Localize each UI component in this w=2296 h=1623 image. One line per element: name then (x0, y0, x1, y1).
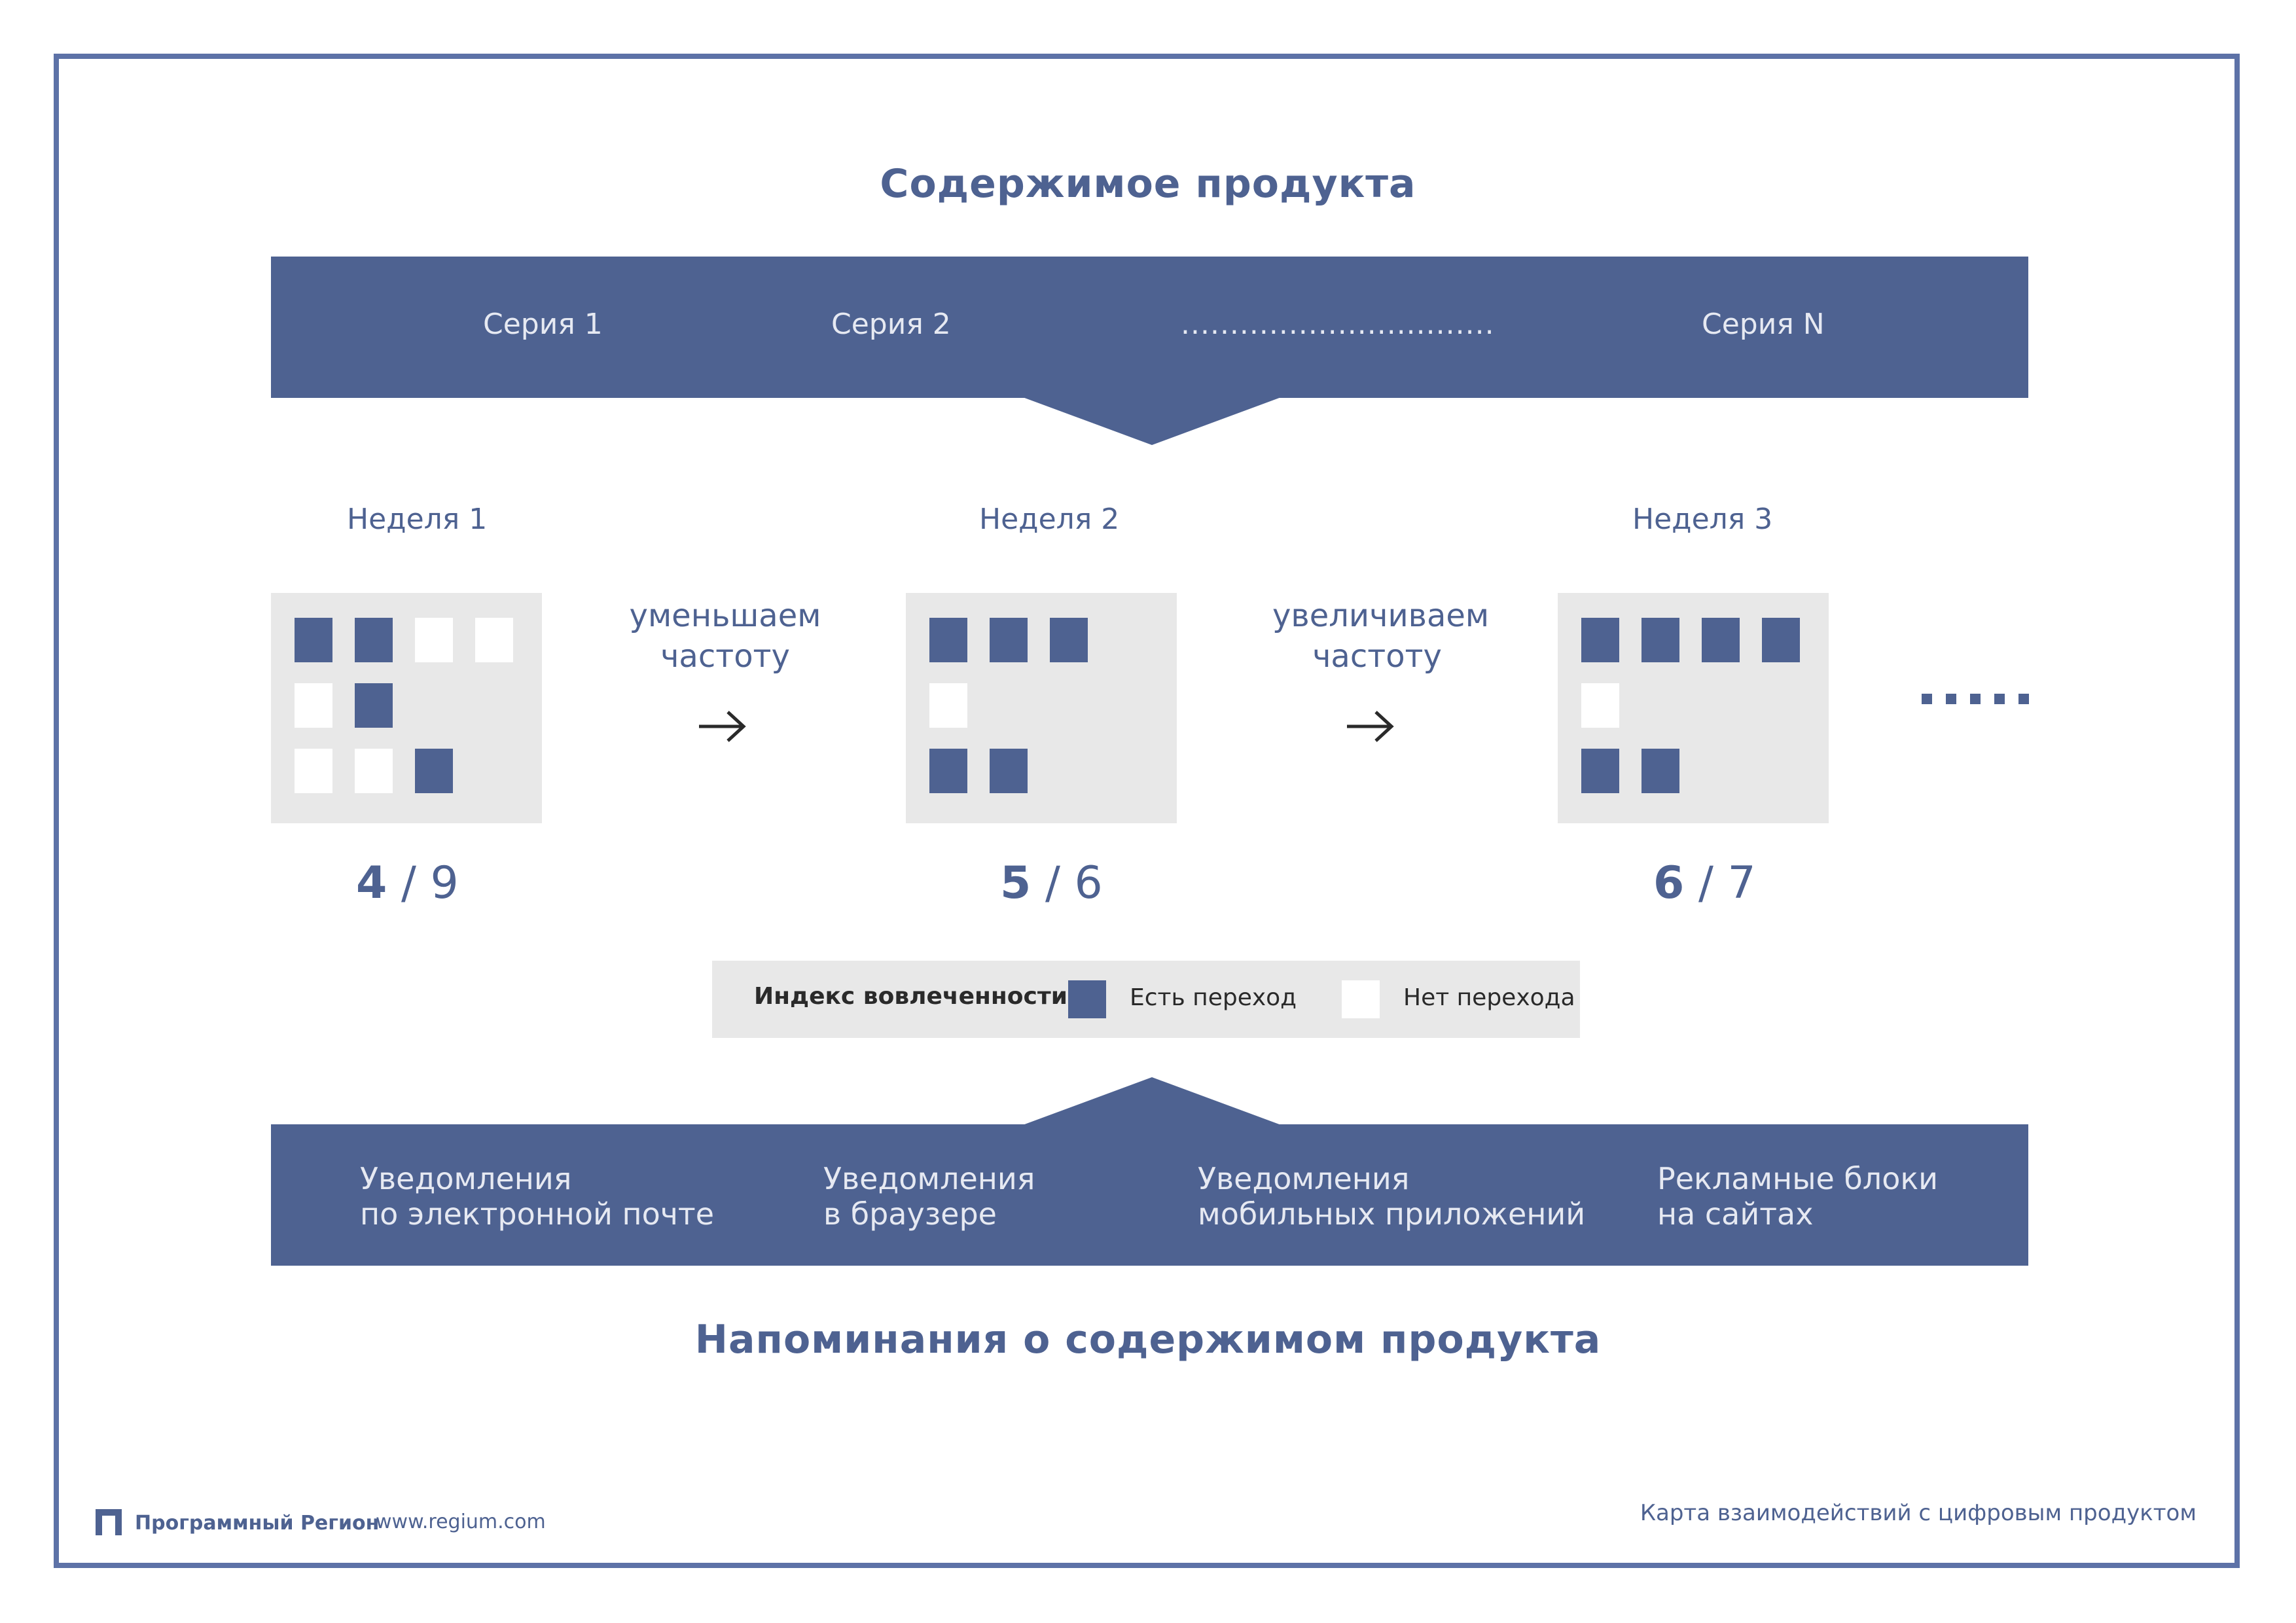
engagement-cell-transition (1641, 618, 1679, 662)
series-label-ellipsis: ................................ (1181, 308, 1495, 341)
engagement-cell-transition (990, 618, 1028, 662)
engagement-cell-transition (1702, 618, 1740, 662)
engagement-cell-transition (1641, 749, 1679, 793)
engagement-cell-transition (990, 749, 1028, 793)
channel-band-notch (1021, 1077, 1283, 1126)
week-score-total: 6 (1074, 857, 1103, 909)
action-line: частоту (1312, 638, 1442, 675)
page-title: Содержимое продукта (880, 161, 1416, 207)
week-score-2: 5 / 6 (1000, 857, 1103, 909)
action-decrease: уменьшаем частоту (620, 596, 830, 677)
engagement-cell-transition (295, 618, 332, 662)
channel-line: Рекламные блоки (1657, 1161, 1939, 1196)
channel-band (271, 1124, 2028, 1266)
engagement-cell-no-transition (415, 618, 453, 662)
week-score-total: 9 (430, 857, 459, 909)
channel-line: мобильных приложений (1198, 1196, 1586, 1232)
arrow-right-icon (699, 711, 746, 742)
channel-mobile: Уведомления мобильных приложений (1198, 1161, 1585, 1232)
series-label-2: Серия 2 (831, 308, 951, 341)
week-score-total: 7 (1727, 857, 1756, 909)
legend-title: Индекс вовлеченности (754, 983, 1067, 1010)
engagement-cell-transition (355, 618, 393, 662)
engagement-cell-transition (415, 749, 453, 793)
legend-swatch-has-transition (1068, 980, 1106, 1018)
week-score-engaged: 5 (1000, 857, 1031, 909)
week-box-3 (1558, 593, 1829, 823)
engagement-cell-transition (1050, 618, 1088, 662)
legend-swatch-no-transition (1342, 980, 1380, 1018)
brand-logo-icon (96, 1509, 122, 1535)
channel-line: Уведомления (823, 1161, 1035, 1196)
action-line: увеличиваем (1272, 597, 1490, 634)
bottom-title: Напоминания о содержимом продукта (694, 1317, 1602, 1363)
action-increase: увеличиваем частоту (1272, 596, 1490, 677)
engagement-cell-no-transition (355, 749, 393, 793)
footer-caption: Карта взаимодействий с цифровым продукто… (1640, 1500, 2197, 1526)
engagement-cell-transition (1581, 749, 1619, 793)
week-label-3: Неделя 3 (1632, 503, 1773, 536)
engagement-legend: Индекс вовлеченности Есть переход Нет пе… (712, 961, 1580, 1038)
week-score-3: 6 / 7 (1653, 857, 1756, 909)
brand-name: Программный Регион (135, 1512, 380, 1535)
channel-line: Уведомления (1198, 1161, 1410, 1196)
legend-label-has-transition: Есть переход (1130, 984, 1297, 1011)
channel-line: в браузере (823, 1196, 997, 1232)
engagement-cell-transition (355, 683, 393, 728)
engagement-cell-no-transition (295, 749, 332, 793)
series-label-n: Серия N (1702, 308, 1825, 341)
engagement-cell-no-transition (1581, 683, 1619, 728)
engagement-cell-no-transition (475, 618, 513, 662)
channel-email: Уведомления по электронной почте (360, 1161, 714, 1232)
engagement-cell-no-transition (929, 683, 967, 728)
action-line: частоту (660, 638, 790, 675)
engagement-cell-transition (929, 618, 967, 662)
website-link[interactable]: www.regium.com (376, 1510, 546, 1533)
arrow-right-icon (1347, 711, 1394, 742)
week-label-2: Неделя 2 (979, 503, 1120, 536)
week-label-1: Неделя 1 (347, 503, 488, 536)
channel-line: Уведомления (360, 1161, 572, 1196)
series-band-notch (1021, 397, 1283, 445)
engagement-cell-transition (1762, 618, 1800, 662)
series-label-1: Серия 1 (483, 308, 603, 341)
channel-browser: Уведомления в браузере (823, 1161, 1035, 1232)
week-score-engaged: 6 (1653, 857, 1685, 909)
channel-line: по электронной почте (360, 1196, 715, 1232)
engagement-cell-transition (1581, 618, 1619, 662)
week-score-engaged: 4 (356, 857, 387, 909)
week-box-2 (906, 593, 1177, 823)
continuation-dots-icon (1922, 694, 2029, 704)
engagement-cell-no-transition (295, 683, 332, 728)
series-band (271, 257, 2028, 398)
week-box-1 (271, 593, 542, 823)
week-score-1: 4 / 9 (356, 857, 459, 909)
page-frame (54, 54, 2240, 1568)
engagement-cell-transition (929, 749, 967, 793)
channel-line: на сайтах (1657, 1196, 1814, 1232)
action-line: уменьшаем (629, 597, 821, 634)
channel-ads: Рекламные блоки на сайтах (1657, 1161, 1938, 1232)
legend-label-no-transition: Нет перехода (1403, 984, 1575, 1011)
